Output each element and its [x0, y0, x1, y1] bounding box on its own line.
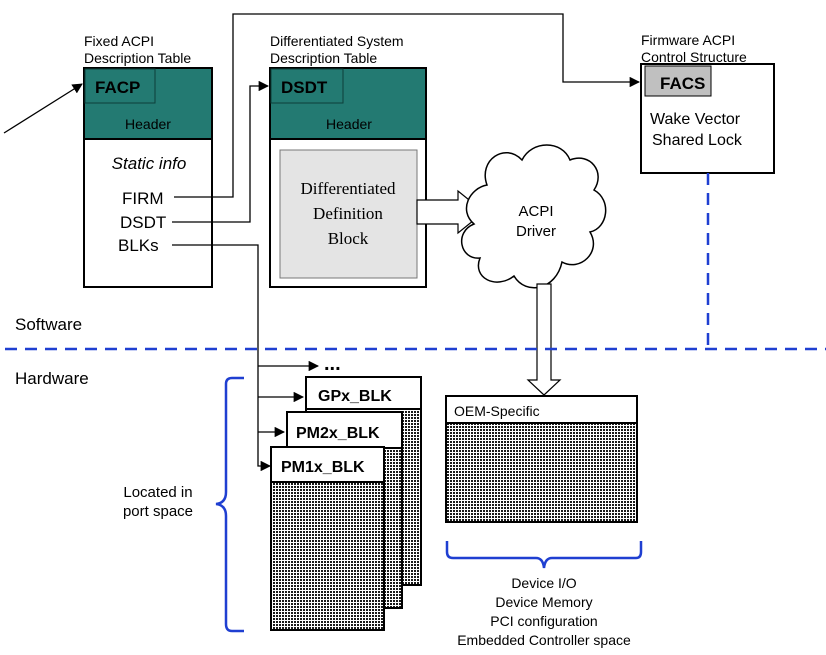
- facs-tab: [644, 65, 712, 97]
- facp-field-firm: FIRM: [122, 189, 164, 208]
- facp-field-dsdt: DSDT: [120, 213, 166, 232]
- ddb-line3: Block: [328, 229, 369, 248]
- pm1x-blk: PM1x_BLK: [270, 446, 385, 631]
- dsdt-table: DSDT Header Differentiated Definition Bl…: [269, 67, 427, 288]
- dsdt-pointer: [172, 80, 270, 223]
- acpi-driver-cloud: ACPI Driver: [460, 144, 607, 289]
- blks-pointer-pm1x: [172, 244, 272, 472]
- facp-pointer-arrow: [3, 83, 83, 134]
- more-blocks-ellipsis: ...: [324, 353, 341, 375]
- device-memory: Device Memory: [495, 594, 592, 610]
- pm2x-blk-label: PM2x_BLK: [296, 425, 380, 442]
- facs-caption-line2: Control Structure: [641, 49, 747, 65]
- embedded-controller-space: Embedded Controller space: [457, 632, 631, 648]
- facp-caption-line1: Fixed ACPI: [84, 33, 154, 49]
- oem-brace: [445, 541, 643, 569]
- facs-tab-label: FACS: [660, 74, 705, 93]
- software-label: Software: [15, 315, 82, 334]
- driver-to-oem-arrow: [526, 283, 562, 396]
- dsdt-caption-line1: Differentiated System: [270, 33, 404, 49]
- pm1x-blk-label: PM1x_BLK: [281, 459, 365, 476]
- gpx-blk-label: GPx_BLK: [318, 388, 392, 405]
- port-space-line2: port space: [123, 503, 193, 520]
- hardware-label: Hardware: [15, 369, 89, 388]
- port-space-line1: Located in: [123, 484, 192, 501]
- dsdt-caption-line2: Description Table: [270, 50, 377, 66]
- oem-specific-block: OEM-Specific: [445, 395, 638, 523]
- ddb-line1: Differentiated: [300, 179, 396, 198]
- facp-table: FACP Header Static info FIRM DSDT BLKs: [83, 67, 213, 288]
- firm-pointer: [174, 13, 641, 198]
- dsdt-tab-label: DSDT: [281, 78, 328, 97]
- dsdt-header: Header: [326, 116, 372, 132]
- facs-table: FACS Wake Vector Shared Lock: [640, 63, 775, 174]
- facp-static-info: Static info: [112, 154, 187, 173]
- pci-configuration: PCI configuration: [490, 613, 597, 629]
- facs-caption-line1: Firmware ACPI: [641, 32, 735, 48]
- driver-line2: Driver: [516, 223, 556, 240]
- port-space-brace: [215, 376, 244, 633]
- facp-tab: [84, 68, 156, 104]
- facs-wake-vector: Wake Vector: [650, 111, 741, 128]
- facs-shared-lock: Shared Lock: [652, 132, 743, 149]
- facp-caption-line2: Description Table: [84, 50, 191, 66]
- driver-line1: ACPI: [518, 203, 553, 220]
- oem-specific-label: OEM-Specific: [454, 403, 540, 419]
- facp-header: Header: [125, 116, 171, 132]
- facp-tab-label: FACP: [95, 78, 140, 97]
- ddb-line2: Definition: [313, 204, 383, 223]
- facp-field-blks: BLKs: [118, 236, 159, 255]
- dsdt-tab: [270, 68, 344, 104]
- device-io: Device I/O: [511, 575, 576, 591]
